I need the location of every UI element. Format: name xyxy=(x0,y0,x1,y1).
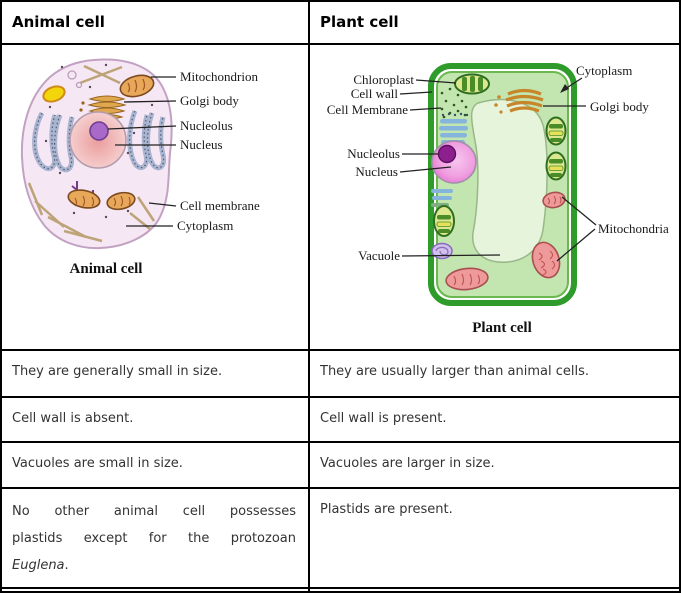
animal-leader-lines xyxy=(107,76,177,227)
animal-er-right xyxy=(127,110,167,171)
plant-er-lower xyxy=(431,189,453,207)
animal-lysosome xyxy=(42,85,66,103)
animal-cellwall-text: Cell wall is absent. xyxy=(2,398,310,443)
animal-vesicles xyxy=(67,70,83,89)
plant-golgi-body xyxy=(494,88,544,114)
plant-diagram-caption: Plant cell xyxy=(472,320,532,336)
animal-label-nucleolus: Nucleolus xyxy=(180,118,233,133)
plant-chloroplast-left xyxy=(433,205,455,237)
animal-label-mitochondrion: Mitochondrion xyxy=(180,69,258,84)
animal-mitochondrion-top xyxy=(119,74,155,98)
animal-mitochondria-bottom xyxy=(67,189,136,211)
plant-plastids-text: Plastids are present. xyxy=(310,489,679,589)
plant-spiral-organelle xyxy=(431,242,453,260)
animal-cytoplasm-dots xyxy=(44,63,154,219)
header-animal-cell: Animal cell xyxy=(2,2,310,45)
plant-chloroplast-top xyxy=(454,73,490,95)
plant-label-vacuole: Vacuole xyxy=(358,248,400,263)
animal-nucleolus xyxy=(89,121,109,141)
plant-chloroplasts-right xyxy=(545,116,567,181)
plant-label-cell-wall: Cell wall xyxy=(351,86,399,101)
animal-diagram-caption: Animal cell xyxy=(70,261,143,277)
plastids-line-2: plastids except for the protozoan xyxy=(12,531,296,546)
animal-plastids-text: No other animal cell possesses plastids … xyxy=(2,489,310,589)
plant-ribosome-dots xyxy=(440,87,468,119)
animal-label-cell-membrane: Cell membrane xyxy=(180,198,260,213)
plant-cell-diagram-cell: Chloroplast Cell wall Cell Membrane Nucl… xyxy=(310,45,679,351)
next-row-sliver-left xyxy=(2,589,310,591)
plastids-line-3: Euglena. xyxy=(12,552,296,579)
plant-leader-lines xyxy=(399,77,597,262)
animal-er-left xyxy=(32,111,75,173)
plant-vacuole-text: Vacuoles are larger in size. xyxy=(310,443,679,489)
next-row-sliver-right xyxy=(310,589,679,591)
animal-label-cytoplasm: Cytoplasm xyxy=(177,218,233,233)
plant-label-chloroplast: Chloroplast xyxy=(353,72,414,87)
animal-vacuole-text: Vacuoles are small in size. xyxy=(2,443,310,489)
animal-label-golgi: Golgi body xyxy=(180,93,239,108)
plant-vacuole xyxy=(470,98,548,263)
plant-label-cytoplasm: Cytoplasm xyxy=(576,63,632,78)
plant-label-nucleolus: Nucleolus xyxy=(347,146,400,161)
plant-label-cell-membrane: Cell Membrane xyxy=(327,102,408,117)
plastids-line-1: No other animal cell possesses xyxy=(12,504,296,519)
header-plant-cell: Plant cell xyxy=(310,2,679,45)
animal-cell-diagram: Mitochondrion Golgi body Nucleolus Nucle… xyxy=(20,58,260,277)
plant-cell-diagram: Chloroplast Cell wall Cell Membrane Nucl… xyxy=(327,63,669,336)
animal-label-nucleus: Nucleus xyxy=(180,137,223,152)
plant-size-text: They are usually larger than animal cell… xyxy=(310,351,679,398)
plant-cellwall-text: Cell wall is present. xyxy=(310,398,679,443)
animal-cell-diagram-cell: Mitochondrion Golgi body Nucleolus Nucle… xyxy=(2,45,310,351)
animal-size-text: They are generally small in size. xyxy=(2,351,310,398)
euglena-italic: Euglena xyxy=(12,558,65,573)
plant-label-golgi: Golgi body xyxy=(590,99,649,114)
animal-rods-top xyxy=(79,64,123,85)
plant-nucleolus xyxy=(437,144,457,164)
plant-label-mitochondria: Mitochondria xyxy=(598,221,669,236)
plant-label-nucleus: Nucleus xyxy=(355,164,398,179)
plant-mitochondria xyxy=(445,191,566,291)
cytoplasm-arrowhead xyxy=(560,84,569,93)
plant-nucleus xyxy=(431,140,477,184)
euglena-period: . xyxy=(64,558,69,573)
